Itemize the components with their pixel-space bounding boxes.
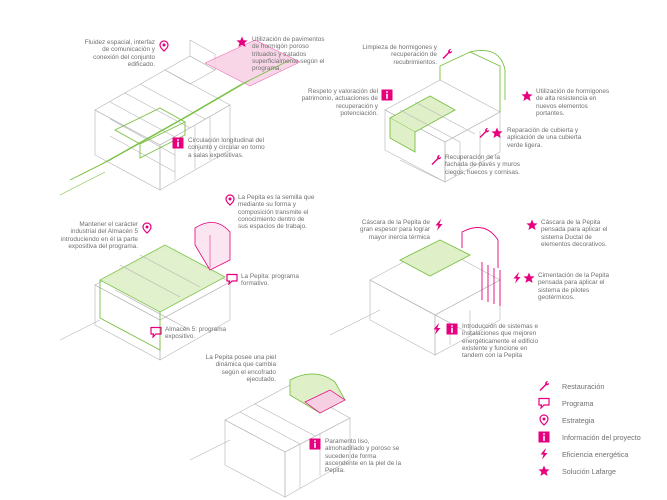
speech-bubble-icon <box>226 273 238 285</box>
lightning-icon <box>433 323 441 335</box>
label-introduccion: Introducción de sistemas e instalaciones… <box>462 323 539 360</box>
wrench-icon <box>539 381 550 391</box>
map-pin-icon <box>539 414 549 426</box>
info-icon <box>309 438 321 450</box>
legend-item-restauracion: Restauración <box>538 379 663 395</box>
diagram-5-drawing <box>189 373 351 498</box>
info-icon <box>381 89 393 101</box>
label-cascara-espesor: Cáscara de la Pepita de gran espesor par… <box>360 219 430 241</box>
wrench-icon <box>431 155 442 165</box>
label-cascara-ductal: Cáscara de la Pepita pensada para aplica… <box>541 219 608 248</box>
lightning-icon <box>513 272 521 284</box>
label-fluidez: Fluidez espacial, interfaz de comunicaci… <box>84 39 155 68</box>
star-icon <box>523 272 535 283</box>
speech-bubble-icon <box>538 397 550 409</box>
info-icon <box>538 431 550 443</box>
diagram-4-drawing <box>329 227 501 356</box>
label-piel: La Pepita posee una piel dinámica que ca… <box>205 354 276 383</box>
wrench-icon <box>479 128 490 138</box>
speech-bubble-icon <box>150 326 162 338</box>
label-mantener: Mantener el carácter industrial del Alma… <box>60 221 138 250</box>
label-cimentacion: Cimentación de la Pepita pensada para ap… <box>538 272 610 301</box>
label-pepita-semilla: La Pepita es la semilla que mediante su … <box>238 194 315 231</box>
legend-label: Información del proyecto <box>562 433 641 442</box>
legend-label: Eficiencia energética <box>562 450 629 459</box>
legend-label: Programa <box>562 399 594 408</box>
label-paramento: Paramento liso, almohadillado y poroso s… <box>325 438 402 475</box>
label-hormigones: Utilización de hormigones de alta resist… <box>536 88 610 117</box>
star-icon <box>236 36 248 47</box>
wrench-icon <box>442 49 453 59</box>
label-almacen: Almacén 5: programa expositivo. <box>165 326 227 341</box>
legend-label: Estrategia <box>562 416 595 425</box>
info-icon <box>172 137 184 149</box>
label-pepita-programa: La Pepita: programa formativo. <box>241 273 299 288</box>
legend-item-programa: Programa <box>538 396 663 412</box>
legend-item-lafarge: Solución Lafarge <box>538 464 663 480</box>
star-icon <box>538 465 550 476</box>
diagram-2-drawing <box>384 50 506 183</box>
label-respeto: Respeto y valoración del patrimonio, act… <box>301 88 378 117</box>
legend-item-estrategia: Estrategia <box>538 413 663 429</box>
map-pin-icon <box>225 194 235 206</box>
diagram-3-drawing <box>59 222 231 361</box>
lightning-icon <box>540 448 548 460</box>
legend-item-informacion: Información del proyecto <box>538 430 663 446</box>
lightning-icon <box>435 219 443 231</box>
label-circulacion: Circulación longitudinal del conjunto y … <box>188 137 265 159</box>
star-icon <box>521 90 533 101</box>
map-pin-icon <box>159 40 169 52</box>
legend-label: Restauración <box>562 382 605 391</box>
map-pin-icon <box>142 222 152 234</box>
label-pavimentos: Utilización de pavimentos de hormigón po… <box>252 36 325 73</box>
legend-label: Solución Lafarge <box>562 467 616 476</box>
star-icon <box>526 219 538 230</box>
label-fachada: Recuperación de la fachada de pavés y mu… <box>445 154 520 176</box>
label-limpieza: Limpieza de hormigones y recuperación de… <box>362 44 437 66</box>
label-cubierta: Reparación de cubierta y aplicación de u… <box>507 127 582 149</box>
diagram-1-drawing <box>59 39 301 196</box>
star-icon <box>491 127 503 138</box>
legend-item-eficiencia: Eficiencia energética <box>538 447 663 463</box>
info-icon <box>446 323 458 335</box>
